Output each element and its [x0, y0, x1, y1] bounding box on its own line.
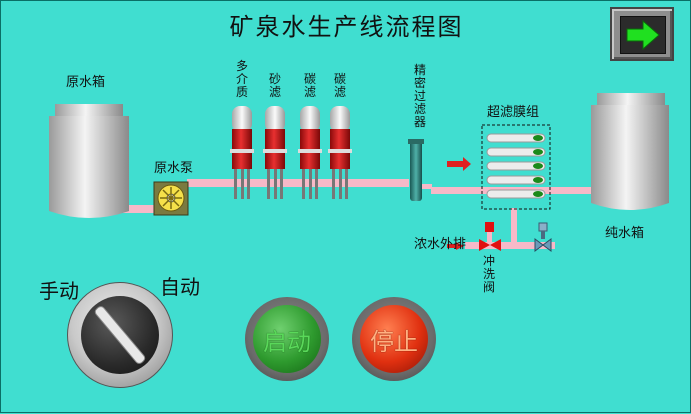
sand-filter-label: 砂滤: [268, 72, 281, 99]
next-page-arrow-icon: [626, 19, 660, 51]
filter-columns: [230, 106, 352, 199]
drain-label: 浓水外排: [414, 237, 467, 252]
carbon-filter-1: [298, 106, 322, 199]
pure-water-tank: [591, 93, 669, 210]
next-page-button[interactable]: [610, 7, 674, 61]
page-title: 矿泉水生产线流程图: [229, 13, 464, 41]
precision-filter: [408, 139, 432, 201]
selector-knob: [81, 296, 159, 374]
raw-water-tank-label: 原水箱: [66, 75, 106, 90]
raw-water-tank: [49, 104, 129, 218]
multimedia-filter: [230, 106, 254, 199]
next-page-button-face: [620, 16, 666, 54]
outlet-valve: [534, 222, 552, 252]
sand-filter: [263, 106, 287, 199]
auto-label: 自动: [160, 275, 200, 299]
raw-water-pump: [153, 181, 189, 216]
stop-button-label: 停止: [360, 305, 428, 373]
carbon-filter-2-label: 碳滤: [333, 72, 346, 99]
drain-arrow: [447, 242, 464, 250]
pure-water-tank-label: 纯水箱: [605, 226, 645, 241]
carbon-filter-1-label: 碳滤: [303, 72, 316, 99]
manual-label: 手动: [39, 279, 79, 303]
uf-membrane-group-label: 超滤膜组: [487, 105, 540, 120]
multimedia-filter-label: 多介质: [235, 59, 248, 99]
carbon-filter-2: [328, 106, 352, 199]
uf-membrane-group: [481, 124, 551, 210]
precision-filter-label: 精密过滤器: [413, 63, 426, 129]
selector-handle-icon: [94, 306, 146, 364]
raw-water-pump-label: 原水泵: [154, 161, 194, 176]
flush-valve: [479, 222, 501, 251]
flush-valve-label: 冲洗阀: [482, 254, 495, 294]
start-button-label: 启动: [253, 305, 321, 373]
stop-button[interactable]: 停止: [352, 297, 436, 381]
start-button[interactable]: 启动: [245, 297, 329, 381]
flow-arrow: [447, 157, 471, 171]
manual-auto-selector-switch[interactable]: [67, 282, 173, 388]
